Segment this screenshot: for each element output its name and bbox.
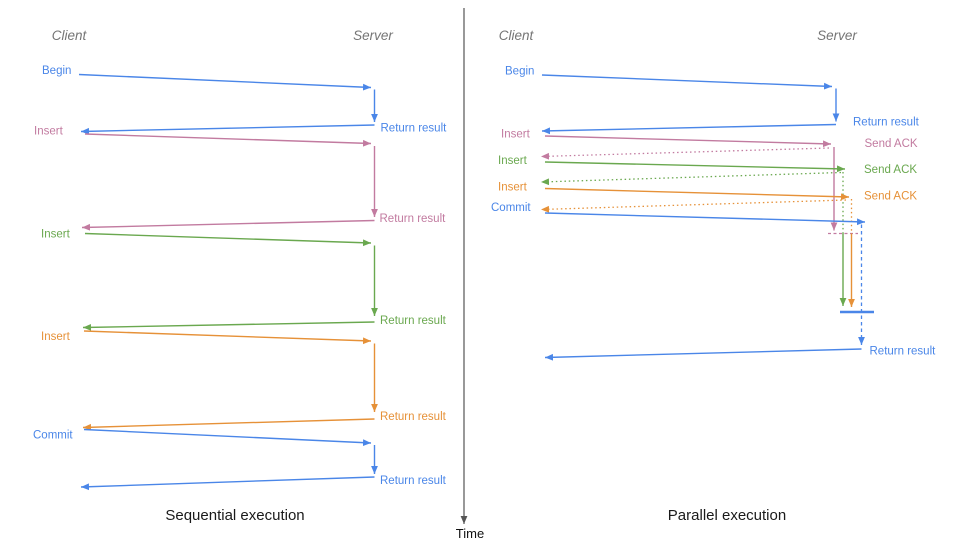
seq-insert3-request-arrow (83, 330, 372, 345)
seq-op-commit: Commit Return result (33, 428, 447, 491)
seq-server-header: Server (353, 28, 393, 43)
seq-begin-label: Begin (42, 65, 71, 77)
par-insert3-request-arrow (544, 187, 850, 201)
seq-client-header: Client (52, 28, 88, 43)
seq-insert2-request-arrow (84, 232, 372, 247)
par-insert3-ack-dotted-arrow (540, 199, 847, 213)
par-op-commit: Commit Return result (491, 202, 937, 361)
par-op-begin: Begin Return result (505, 66, 920, 135)
seq-insert3-return-arrow (82, 418, 375, 431)
time-axis: Time (456, 8, 484, 540)
par-insert1-ack-label: Send ACK (865, 138, 918, 150)
seq-insert1-return-arrow (81, 219, 375, 231)
seq-insert3-return-label: Return result (380, 411, 447, 423)
seq-insert1-return-label: Return result (380, 213, 447, 225)
par-op-insert3: Insert Send ACK (498, 182, 917, 307)
par-op-insert1: Insert Send ACK (501, 129, 918, 235)
par-insert2-label: Insert (498, 155, 528, 167)
seq-insert2-return-label: Return result (380, 315, 447, 327)
seq-begin-return-arrow (80, 124, 375, 135)
par-insert1-request-arrow (544, 135, 832, 148)
par-client-header: Client (499, 28, 535, 43)
time-axis-label: Time (456, 526, 484, 540)
seq-op-begin: Begin Return result (42, 65, 447, 135)
par-insert3-label: Insert (498, 182, 528, 194)
sequential-diagram: Client Server Begin Return result Insert… (33, 28, 447, 524)
seq-insert1-label: Insert (34, 126, 64, 138)
par-insert1-ack-dotted-arrow (540, 147, 830, 160)
par-commit-request-arrow (544, 212, 866, 226)
par-begin-request-arrow (541, 74, 833, 90)
par-commit-return-label: Return result (870, 346, 937, 358)
seq-op-insert2: Insert Return result (41, 229, 447, 331)
seq-begin-request-arrow (78, 73, 372, 91)
seq-insert2-label: Insert (41, 229, 71, 241)
seq-insert3-label: Insert (41, 331, 71, 343)
seq-commit-return-label: Return result (380, 475, 447, 487)
seq-commit-request-arrow (83, 428, 372, 447)
seq-commit-return-arrow (80, 476, 375, 491)
par-begin-return-label: Return result (853, 117, 920, 129)
seq-op-insert3: Insert Return result (41, 330, 447, 431)
par-commit-label: Commit (491, 202, 531, 214)
seq-insert2-return-arrow (82, 321, 375, 331)
par-commit-return-arrow (544, 348, 862, 361)
sequential-caption: Sequential execution (165, 507, 304, 524)
par-insert2-ack-dotted-arrow (540, 171, 842, 186)
par-server-header: Server (817, 28, 857, 43)
par-begin-label: Begin (505, 66, 534, 78)
seq-op-insert1: Insert Return result (34, 126, 447, 231)
par-begin-return-arrow (541, 123, 837, 135)
par-insert3-ack-label: Send ACK (864, 191, 917, 203)
seq-insert1-request-arrow (84, 133, 372, 147)
seq-commit-label: Commit (33, 430, 73, 442)
par-insert2-ack-label: Send ACK (864, 164, 917, 176)
par-insert2-request-arrow (544, 161, 846, 173)
seq-begin-return-label: Return result (381, 123, 448, 135)
parallel-diagram: Client Server Begin Return result Insert… (491, 28, 936, 524)
parallel-caption: Parallel execution (668, 507, 786, 524)
par-insert1-label: Insert (501, 129, 531, 141)
par-op-insert2: Insert Send ACK (498, 155, 917, 306)
